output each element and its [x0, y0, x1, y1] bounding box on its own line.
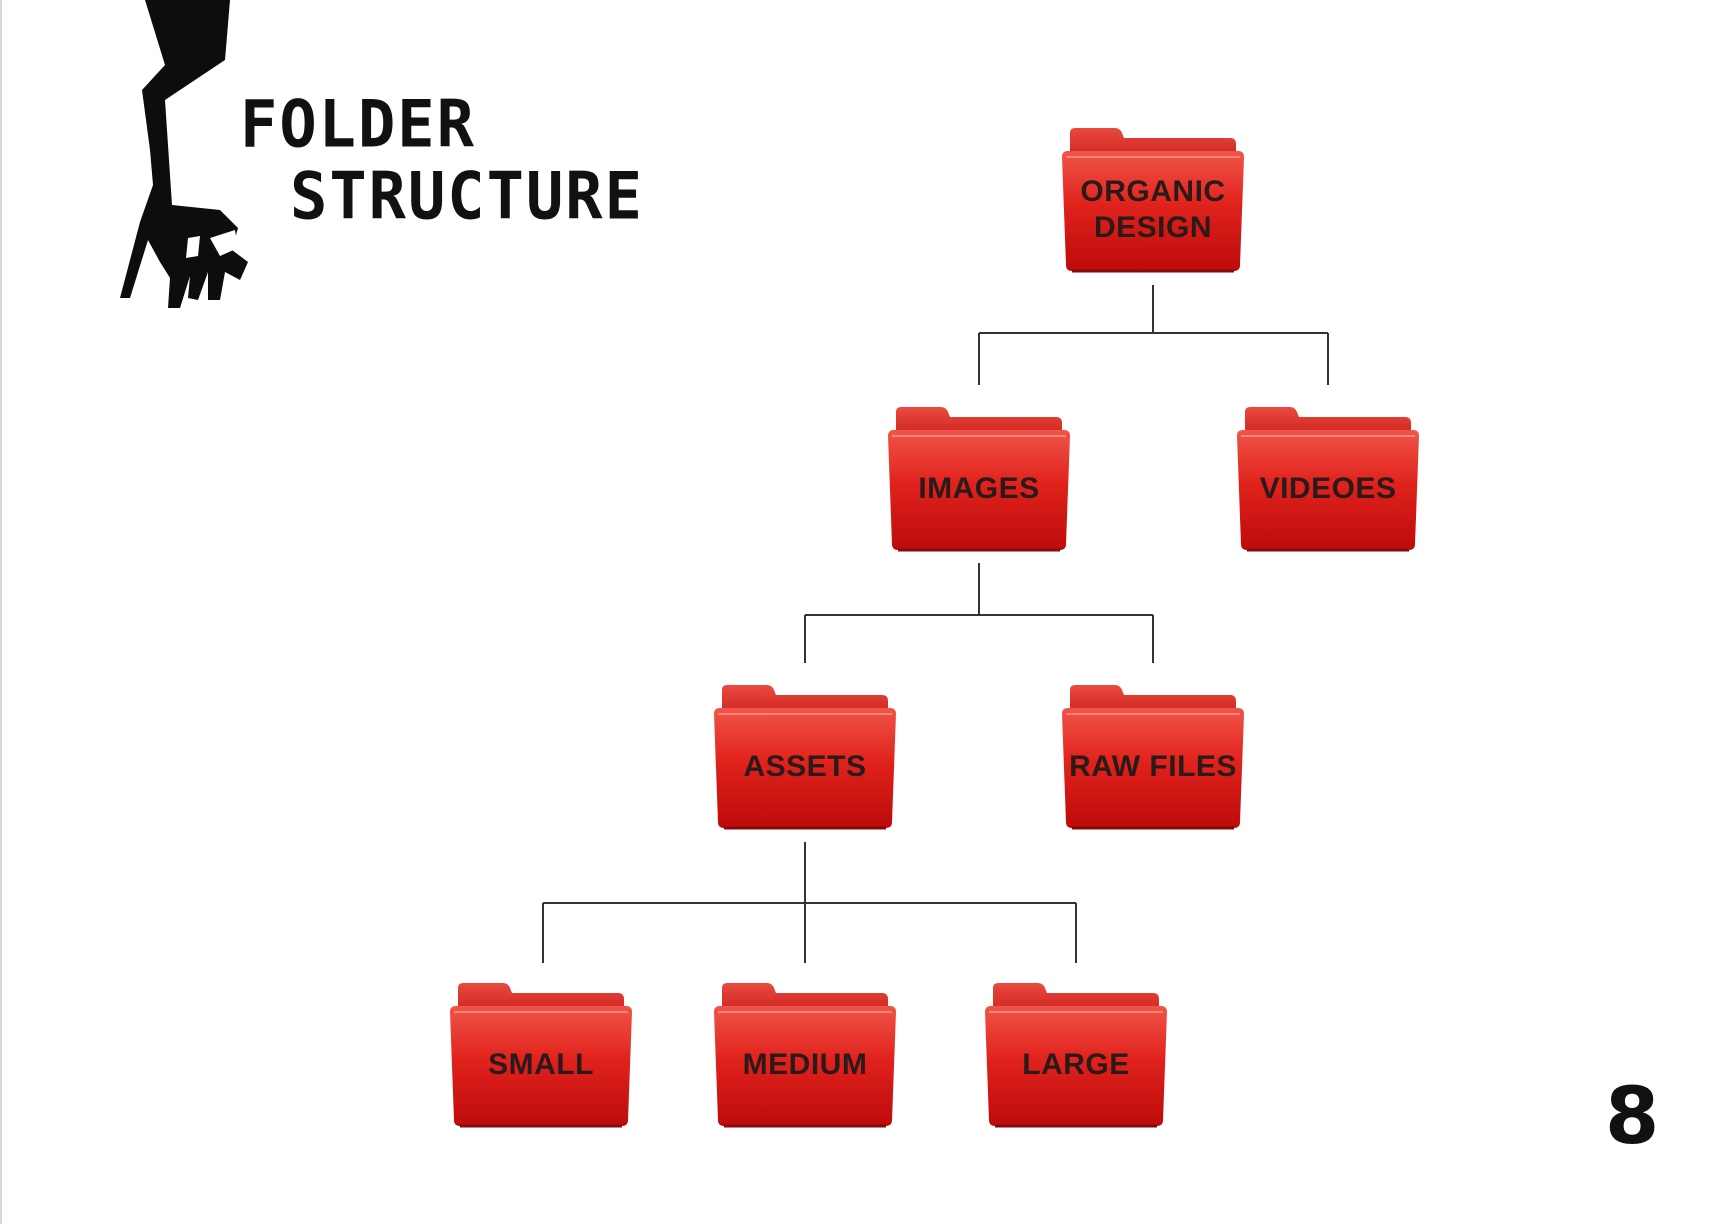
folder-label: VIDEOES — [1259, 472, 1397, 505]
folder-icon — [714, 983, 896, 1128]
folder-icon — [1062, 685, 1244, 830]
folder-organic-design[interactable]: ORGANIC DESIGN — [1060, 125, 1246, 275]
hand-silhouette-icon — [120, 0, 248, 308]
folder-label: LARGE — [1022, 1048, 1130, 1081]
folder-label: ORGANIC DESIGN — [1080, 175, 1226, 244]
folder-icon — [888, 407, 1070, 552]
folder-label: SMALL — [488, 1048, 594, 1081]
folder-assets[interactable]: ASSETS — [712, 682, 898, 832]
folder-label: ASSETS — [743, 750, 867, 783]
folder-label: MEDIUM — [742, 1048, 868, 1081]
folder-label: RAW FILES — [1069, 750, 1237, 783]
folder-icon — [450, 983, 632, 1128]
folder-label: IMAGES — [918, 472, 1040, 505]
folder-icon — [714, 685, 896, 830]
folder-icon — [1237, 407, 1419, 552]
folder-icon — [985, 983, 1167, 1128]
title-line-structure: STRUCTURE — [290, 157, 644, 235]
folder-large[interactable]: LARGE — [983, 980, 1169, 1130]
page-left-border — [0, 0, 2, 1224]
folder-small[interactable]: SMALL — [448, 980, 634, 1130]
folder-raw-files[interactable]: RAW FILES — [1060, 682, 1246, 832]
folder-medium[interactable]: MEDIUM — [712, 980, 898, 1130]
folder-videoes[interactable]: VIDEOES — [1235, 404, 1421, 554]
page-number: 8 — [1605, 1072, 1660, 1162]
title-line-folder: FOLDER — [240, 85, 476, 163]
folder-images[interactable]: IMAGES — [886, 404, 1072, 554]
folder-icon — [1062, 128, 1244, 273]
